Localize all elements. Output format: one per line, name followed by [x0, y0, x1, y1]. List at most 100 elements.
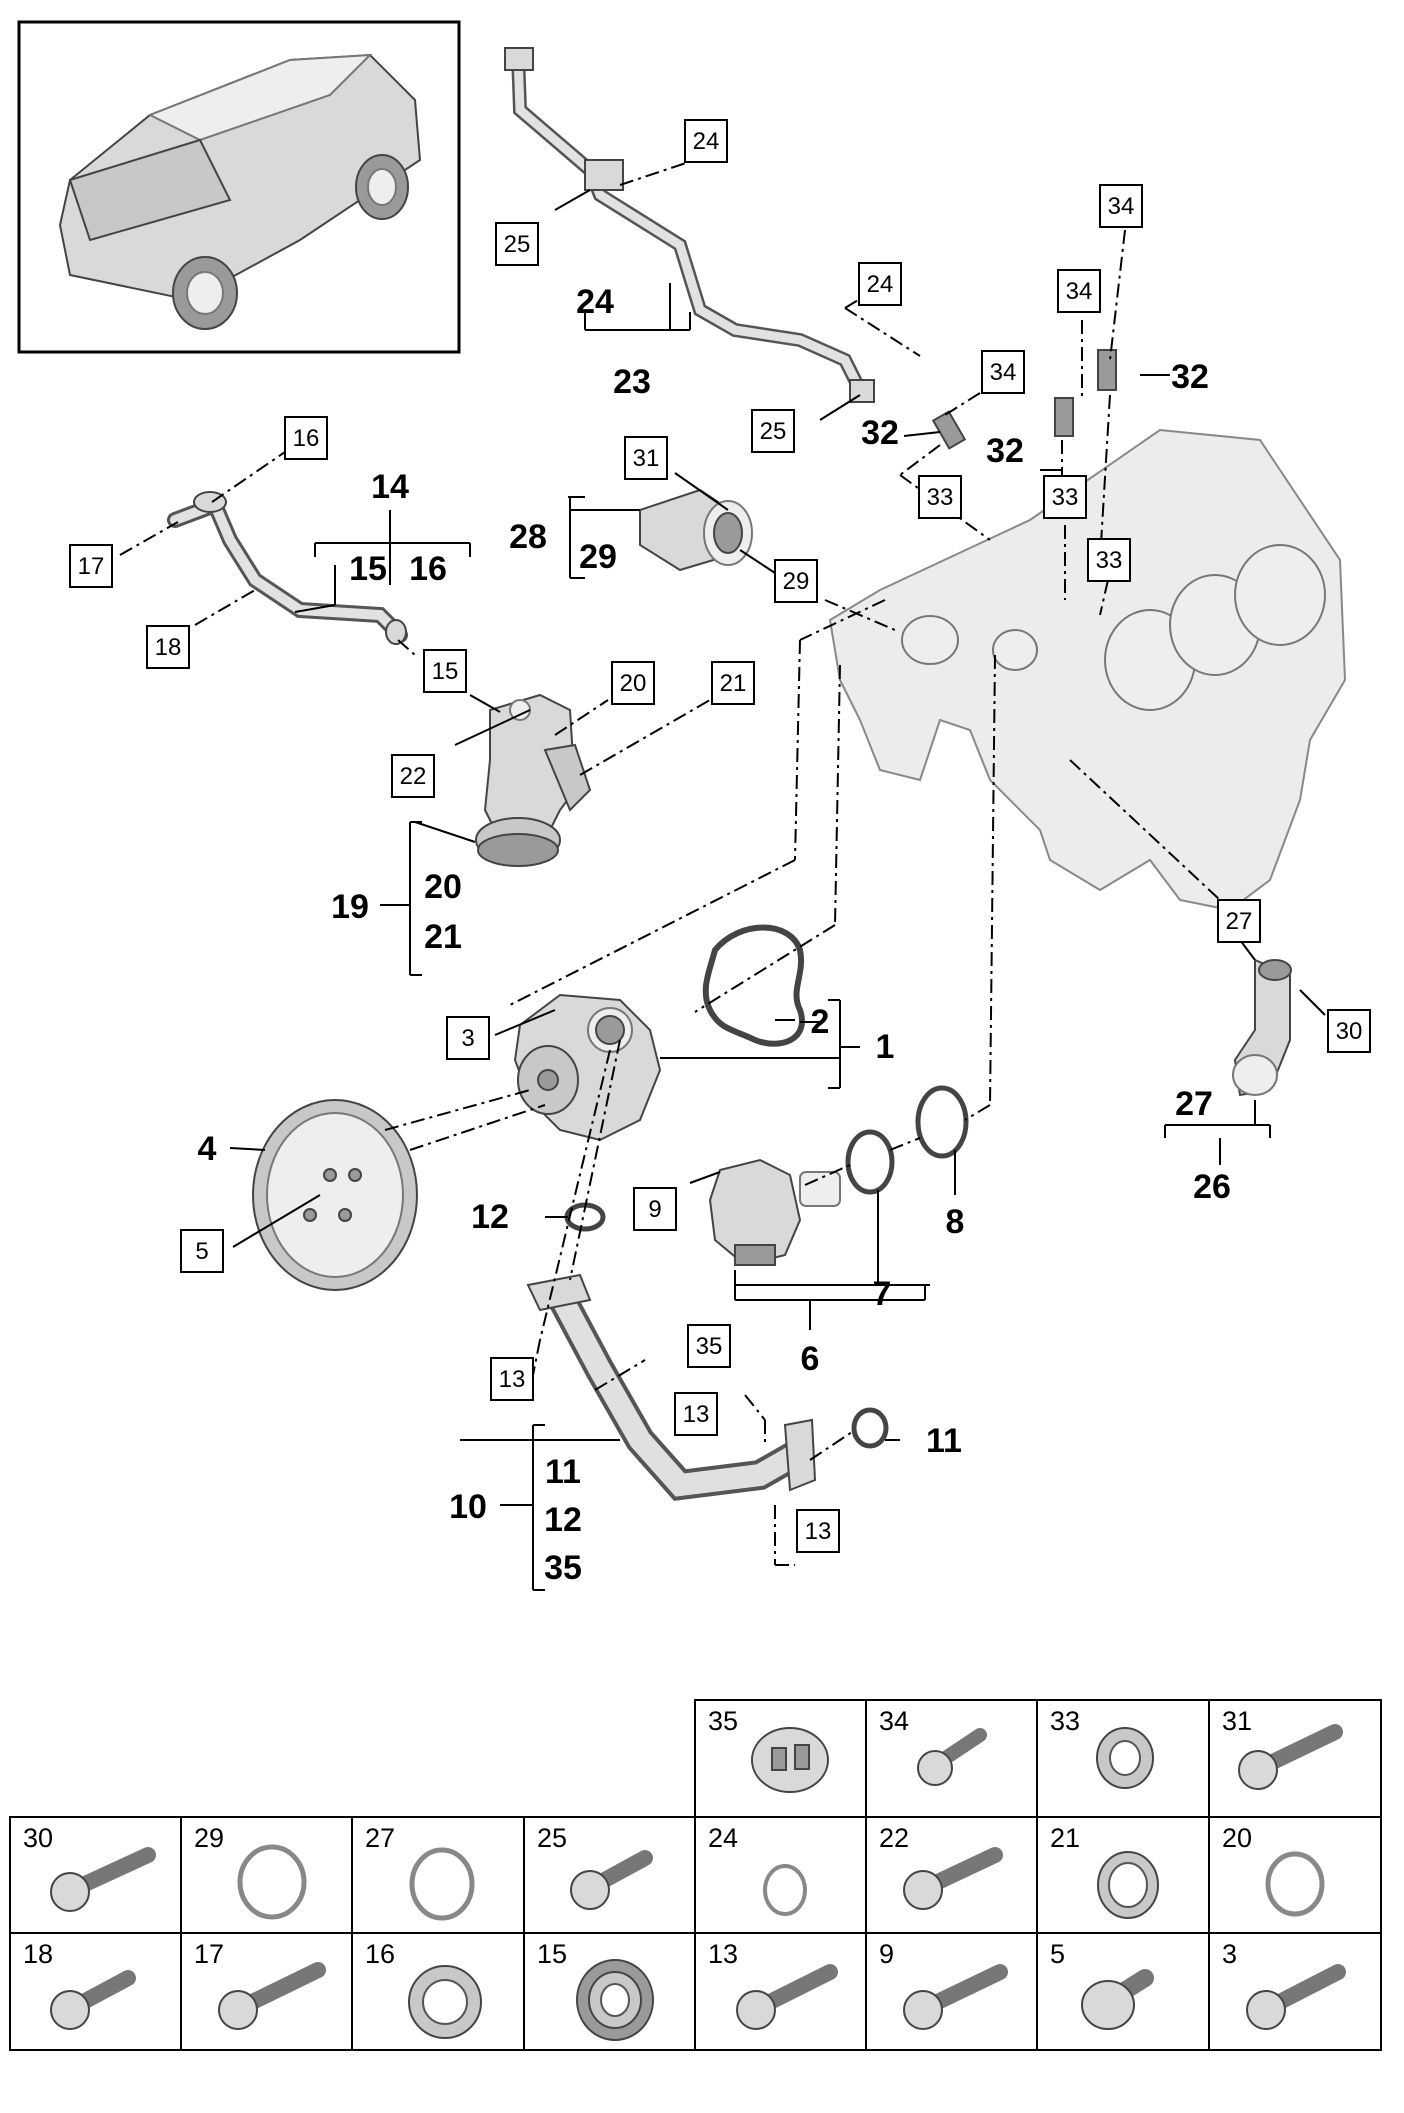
- label-35: 35: [544, 1549, 582, 1587]
- bolt-icon: [903, 1847, 1003, 1910]
- table-cell-33: 33: [1050, 1706, 1154, 1789]
- callout-box-17: 17: [69, 544, 113, 588]
- callout-box-5: 5: [180, 1229, 224, 1273]
- callout-box-33-b: 33: [1043, 475, 1087, 519]
- callout-box-18: 18: [146, 625, 190, 669]
- table-cell-29: 29: [194, 1823, 307, 1920]
- fastener-table: [9, 1699, 1382, 2051]
- callout-box-34-a: 34: [981, 350, 1025, 394]
- bolt-icon: [1238, 1724, 1343, 1790]
- svg-text:25: 25: [504, 231, 531, 258]
- label-20: 20: [424, 868, 462, 906]
- callout-box-20: 20: [611, 661, 655, 705]
- label-12-group: 12: [544, 1501, 582, 1539]
- bolt-icon: [736, 1964, 838, 2030]
- seal-ring-icon: [408, 1965, 482, 2039]
- table-cell-3: 3: [1222, 1939, 1346, 2030]
- svg-text:29: 29: [783, 568, 810, 595]
- cell-number: 3: [1222, 1939, 1237, 1969]
- table-cell-18: 18: [23, 1939, 136, 2030]
- bolt-icon: [50, 1847, 156, 1912]
- svg-text:22: 22: [400, 763, 427, 790]
- callout-box-34-c: 34: [1099, 184, 1143, 228]
- svg-text:5: 5: [195, 1238, 208, 1265]
- svg-text:16: 16: [293, 425, 320, 452]
- bolt-icon: [570, 1850, 653, 1910]
- callout-box-31: 31: [624, 436, 668, 480]
- svg-text:3: 3: [461, 1025, 474, 1052]
- table-cell-24: 24: [708, 1823, 807, 1916]
- bolt-icon: [1246, 1964, 1346, 2030]
- label-11: 11: [545, 1453, 581, 1491]
- callout-box-3: 3: [446, 1016, 490, 1060]
- label-11-right: 11: [926, 1422, 962, 1460]
- table-cell-9: 9: [879, 1939, 1008, 2030]
- svg-text:34: 34: [1066, 278, 1093, 305]
- svg-text:13: 13: [499, 1366, 526, 1393]
- svg-text:33: 33: [1052, 484, 1079, 511]
- label-1: 1: [876, 1028, 895, 1066]
- sensors-32: [931, 349, 1117, 450]
- svg-text:27: 27: [1226, 908, 1253, 935]
- label-2: 2: [811, 1003, 830, 1041]
- svg-text:17: 17: [78, 553, 105, 580]
- engine-block: [828, 428, 1347, 912]
- svg-text:13: 13: [805, 1518, 832, 1545]
- cell-number: 31: [1222, 1706, 1252, 1736]
- elbow-hose-27: [1232, 958, 1292, 1097]
- label-32-c: 32: [986, 432, 1024, 470]
- coolant-pipe-23: [504, 47, 875, 403]
- svg-text:24: 24: [867, 271, 894, 298]
- cell-number: 27: [365, 1823, 395, 1853]
- shaft-seal-icon: [576, 1959, 654, 2041]
- sleeve-icon: [751, 1727, 829, 1793]
- table-cell-17: 17: [194, 1939, 326, 2030]
- callout-box-33-c: 33: [1087, 538, 1131, 582]
- callout-box-16: 16: [284, 416, 328, 460]
- label-10: 10: [449, 1488, 487, 1526]
- callout-box-30: 30: [1327, 1009, 1371, 1053]
- table-cell-34: 34: [879, 1706, 987, 1786]
- label-32-b: 32: [861, 414, 899, 452]
- label-14: 14: [371, 468, 409, 506]
- seal-ring-icon: [1096, 1727, 1154, 1789]
- cell-number: 15: [537, 1939, 567, 1969]
- svg-text:21: 21: [720, 670, 747, 697]
- bolt-icon: [218, 1962, 326, 2030]
- coolant-connector-28: [639, 488, 753, 572]
- callout-box-35: 35: [687, 1324, 731, 1368]
- bolt-icon: [50, 1970, 136, 2030]
- svg-text:18: 18: [155, 634, 182, 661]
- callout-box-34-b: 34: [1057, 269, 1101, 313]
- water-pump-1: [513, 993, 662, 1142]
- label-6: 6: [801, 1340, 820, 1378]
- cell-number: 29: [194, 1823, 224, 1853]
- callout-box-22: 22: [391, 754, 435, 798]
- svg-text:34: 34: [1108, 193, 1135, 220]
- label-12: 12: [471, 1198, 509, 1236]
- leader-lines: [119, 159, 1326, 1591]
- label-16: 16: [409, 550, 447, 588]
- table-cell-27: 27: [365, 1823, 475, 1921]
- svg-text:35: 35: [696, 1333, 723, 1360]
- table-cell-22: 22: [879, 1823, 1003, 1910]
- table-cell-13: 13: [708, 1939, 838, 2030]
- callout-box-13-b: 13: [674, 1392, 718, 1436]
- thermostat-housing-19: [475, 693, 592, 867]
- svg-text:13: 13: [683, 1401, 710, 1428]
- bolt-icon: [903, 1964, 1008, 2030]
- table-cell-30: 30: [23, 1823, 156, 1912]
- table-cell-25: 25: [537, 1823, 653, 1910]
- seal-11: [851, 1407, 889, 1449]
- table-cell-31: 31: [1222, 1706, 1343, 1790]
- cell-number: 20: [1222, 1823, 1252, 1853]
- cell-number: 13: [708, 1939, 738, 1969]
- cell-number: 33: [1050, 1706, 1080, 1736]
- label-21: 21: [424, 918, 462, 956]
- svg-text:25: 25: [760, 418, 787, 445]
- callout-box-29: 29: [774, 559, 818, 603]
- svg-text:15: 15: [432, 658, 459, 685]
- cell-number: 5: [1050, 1939, 1065, 1969]
- svg-text:20: 20: [620, 670, 647, 697]
